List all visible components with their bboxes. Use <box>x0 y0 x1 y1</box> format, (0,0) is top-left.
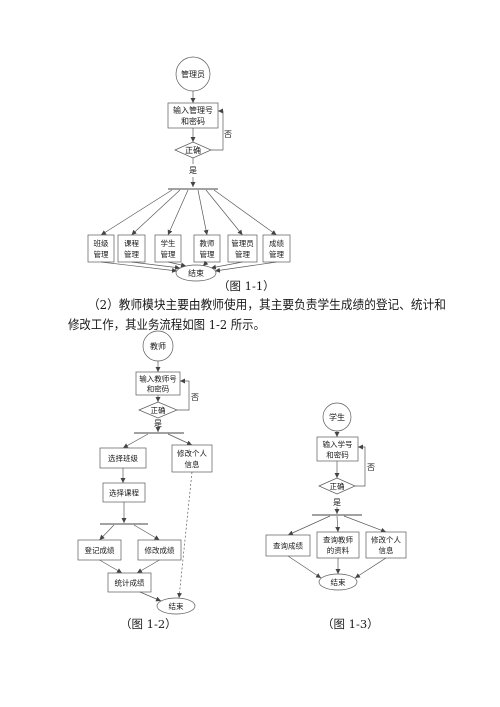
yes-label: 是 <box>189 166 197 175</box>
join-arrow <box>167 261 187 268</box>
query-teacher-info-line-2: 的资料 <box>327 545 350 555</box>
login-box-line-2: 和密码 <box>147 384 170 394</box>
login-box <box>167 102 219 129</box>
retry-loop-arrow <box>177 378 190 411</box>
figure-caption: （图 1-1） <box>218 279 275 293</box>
figure-1-3: 学生 输入学号 和密码 正确 否 是 查询成绩 查询教师 的资料 修改个人 信息… <box>265 402 407 631</box>
module-label: 管理 <box>235 249 250 259</box>
login-box-line-2: 和密码 <box>326 450 349 460</box>
fork-arrow <box>213 189 277 236</box>
figure-caption: （图 1-3） <box>322 617 379 631</box>
select-course-label: 选择课程 <box>109 488 139 498</box>
module-label: 管理 <box>200 249 215 259</box>
end-node-label: 结束 <box>188 268 204 278</box>
edit-profile-line-1: 修改个人 <box>177 448 207 458</box>
end-node <box>318 573 358 591</box>
fork-arrow <box>99 524 115 541</box>
module-box-admin <box>227 234 258 263</box>
query-teacher-info-line-1: 查询教师 <box>323 535 353 545</box>
flow-arrow <box>139 591 162 602</box>
no-label: 否 <box>191 393 199 402</box>
edit-profile-line-2: 信息 <box>185 459 200 469</box>
join-arrow <box>136 559 160 574</box>
edit-profile-line-2: 信息 <box>379 545 394 555</box>
figure-1-1: 管理员 输入管理号 和密码 正确 否 是 班级 管理 课程 管理 学生 管理 教 <box>87 56 291 293</box>
module-label: 班级 <box>94 238 109 248</box>
login-box-line-1: 输入管理号 <box>173 105 213 115</box>
fork-arrow <box>197 189 209 236</box>
join-arrow <box>287 555 322 579</box>
fork-arrow <box>122 433 149 449</box>
dashed-flow-arrow <box>177 471 193 599</box>
fork-arrow <box>167 433 193 446</box>
fork-arrow <box>205 189 243 236</box>
figure-1-2: 教师 输入教师号 和密码 正确 否 是 选择班级 修改个人 信息 选择课程 登记… <box>77 330 213 631</box>
fork-arrow <box>131 189 181 236</box>
grade-stats-label: 统计成绩 <box>115 578 145 588</box>
module-label: 管理 <box>161 249 176 259</box>
end-node-label: 结束 <box>169 601 184 611</box>
fork-arrow <box>100 189 173 236</box>
paragraph-line-2: 修改工作，其业务流程如图 1-2 所示。 <box>68 317 265 332</box>
decision-label: 正确 <box>330 481 345 491</box>
paragraph-line-1: （2）教师模块主要由教师使用，其主要负责学生成绩的登记、统计和 <box>88 297 446 312</box>
join-arrow <box>131 261 181 270</box>
join-arrow <box>210 261 243 270</box>
query-teacher-info-box <box>316 531 360 559</box>
module-label: 管理员 <box>231 238 254 248</box>
figure-caption: （图 1-2） <box>120 617 177 631</box>
module-box-teacher <box>193 234 221 263</box>
fork-arrow <box>133 524 160 541</box>
fork-arrow <box>167 189 189 236</box>
fork-arrow <box>335 515 341 533</box>
edit-profile-line-1: 修改个人 <box>371 535 401 545</box>
join-arrow <box>354 557 387 579</box>
edit-profile-box <box>171 444 213 473</box>
login-box <box>316 436 359 462</box>
module-label: 管理 <box>94 249 109 259</box>
record-grades-label: 登记成绩 <box>85 545 115 555</box>
fork-arrow <box>287 515 331 536</box>
start-node-label: 管理员 <box>181 69 205 79</box>
end-node <box>156 597 196 615</box>
retry-loop-arrow <box>211 108 224 151</box>
module-box-grades <box>262 234 291 263</box>
login-box-line-1: 输入教师号 <box>139 374 177 384</box>
join-arrow <box>214 261 277 273</box>
join-arrow <box>99 559 123 574</box>
end-node-label: 结束 <box>331 577 346 587</box>
end-node <box>175 264 217 282</box>
join-arrow <box>100 261 178 273</box>
decision-label: 正确 <box>151 405 166 415</box>
module-label: 学生 <box>161 238 176 248</box>
no-label: 否 <box>224 130 232 139</box>
module-label: 管理 <box>269 249 284 259</box>
query-grades-label: 查询成绩 <box>273 541 303 551</box>
modify-grades-label: 修改成绩 <box>145 545 175 555</box>
start-node-label: 教师 <box>150 341 166 351</box>
retry-loop-arrow <box>355 444 366 487</box>
decision-label: 正确 <box>185 145 201 155</box>
login-box-line-1: 输入学号 <box>323 439 353 449</box>
module-label: 教师 <box>200 238 215 248</box>
module-label: 成绩 <box>269 238 284 248</box>
edit-profile-box <box>365 531 407 559</box>
login-box-line-2: 和密码 <box>181 116 205 126</box>
fork-arrow <box>343 515 387 533</box>
grade-stats-box <box>107 572 152 593</box>
module-label: 课程 <box>124 239 139 248</box>
no-label: 否 <box>367 463 375 472</box>
yes-label: 是 <box>154 419 162 428</box>
select-class-label: 选择班级 <box>108 453 138 463</box>
yes-label: 是 <box>333 498 341 507</box>
body-paragraph: （2）教师模块主要由教师使用，其主要负责学生成绩的登记、统计和 修改工作，其业务… <box>68 297 446 332</box>
start-node-label: 学生 <box>329 412 345 422</box>
module-label: 管理 <box>124 249 139 259</box>
